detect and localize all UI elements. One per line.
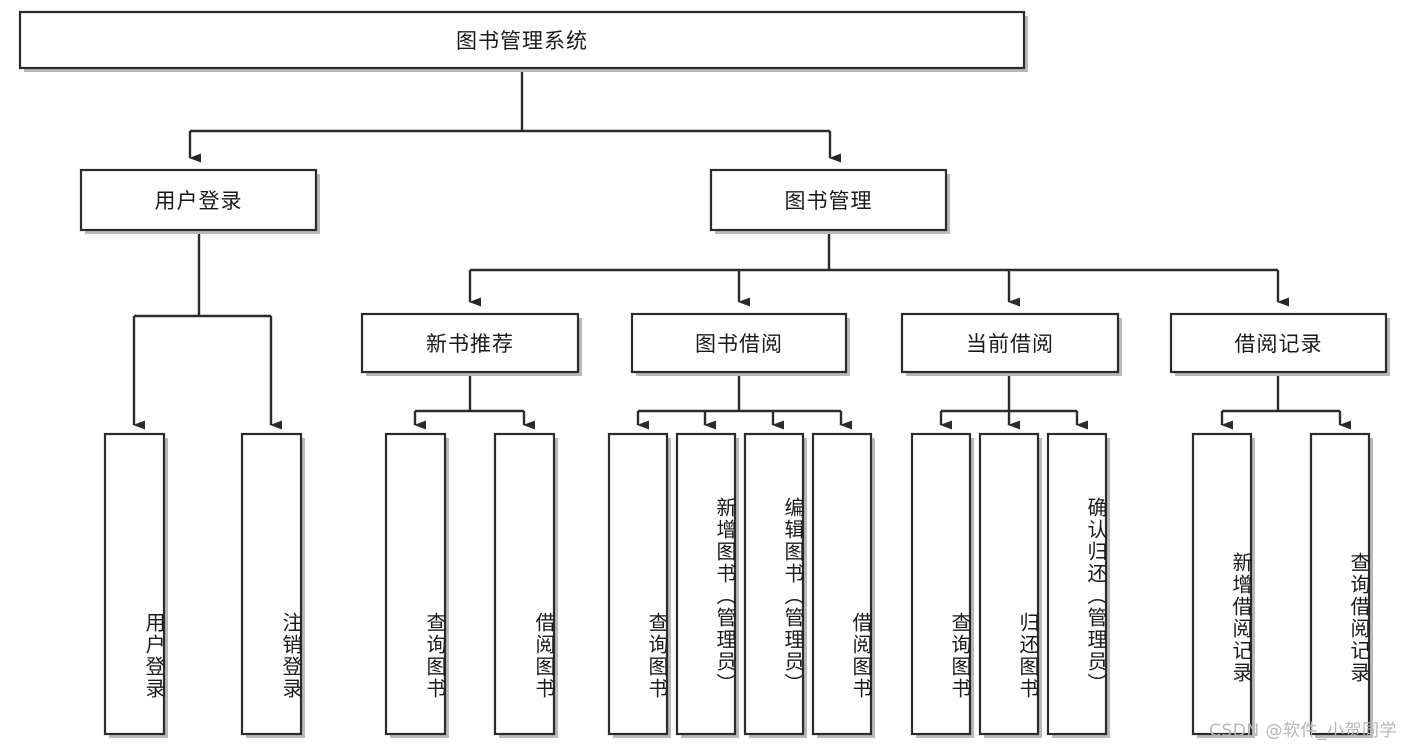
node-box-leaf-current-3[interactable]: [1046, 432, 1108, 736]
node-box-current[interactable]: [900, 312, 1120, 374]
node-box-leaf-current-1[interactable]: [910, 432, 972, 736]
node-box-leaf-new-book-2[interactable]: [493, 432, 556, 736]
node-box-leaf-record-2[interactable]: [1309, 432, 1371, 736]
node-box-record[interactable]: [1169, 312, 1388, 374]
node-box-new-book[interactable]: [360, 312, 580, 374]
csdn-watermark: CSDN @软件_小贺同学: [1209, 721, 1397, 741]
node-box-group: [18, 10, 1390, 738]
node-box-leaf-borrow-2[interactable]: [675, 432, 737, 736]
node-box-leaf-record-1[interactable]: [1191, 432, 1253, 736]
edge-group: [132, 68, 1351, 430]
node-box-leaf-current-2[interactable]: [978, 432, 1040, 736]
node-box-book-manage[interactable]: [709, 168, 948, 232]
node-box-user-login[interactable]: [79, 168, 318, 232]
node-box-leaf-user-login-1[interactable]: [103, 432, 166, 736]
node-box-root[interactable]: [18, 10, 1026, 70]
node-box-leaf-user-login-2[interactable]: [240, 432, 303, 736]
node-box-leaf-new-book-1[interactable]: [384, 432, 447, 736]
node-box-borrow[interactable]: [630, 312, 848, 374]
node-box-leaf-borrow-1[interactable]: [607, 432, 669, 736]
node-box-leaf-borrow-4[interactable]: [811, 432, 873, 736]
node-box-leaf-borrow-3[interactable]: [743, 432, 805, 736]
